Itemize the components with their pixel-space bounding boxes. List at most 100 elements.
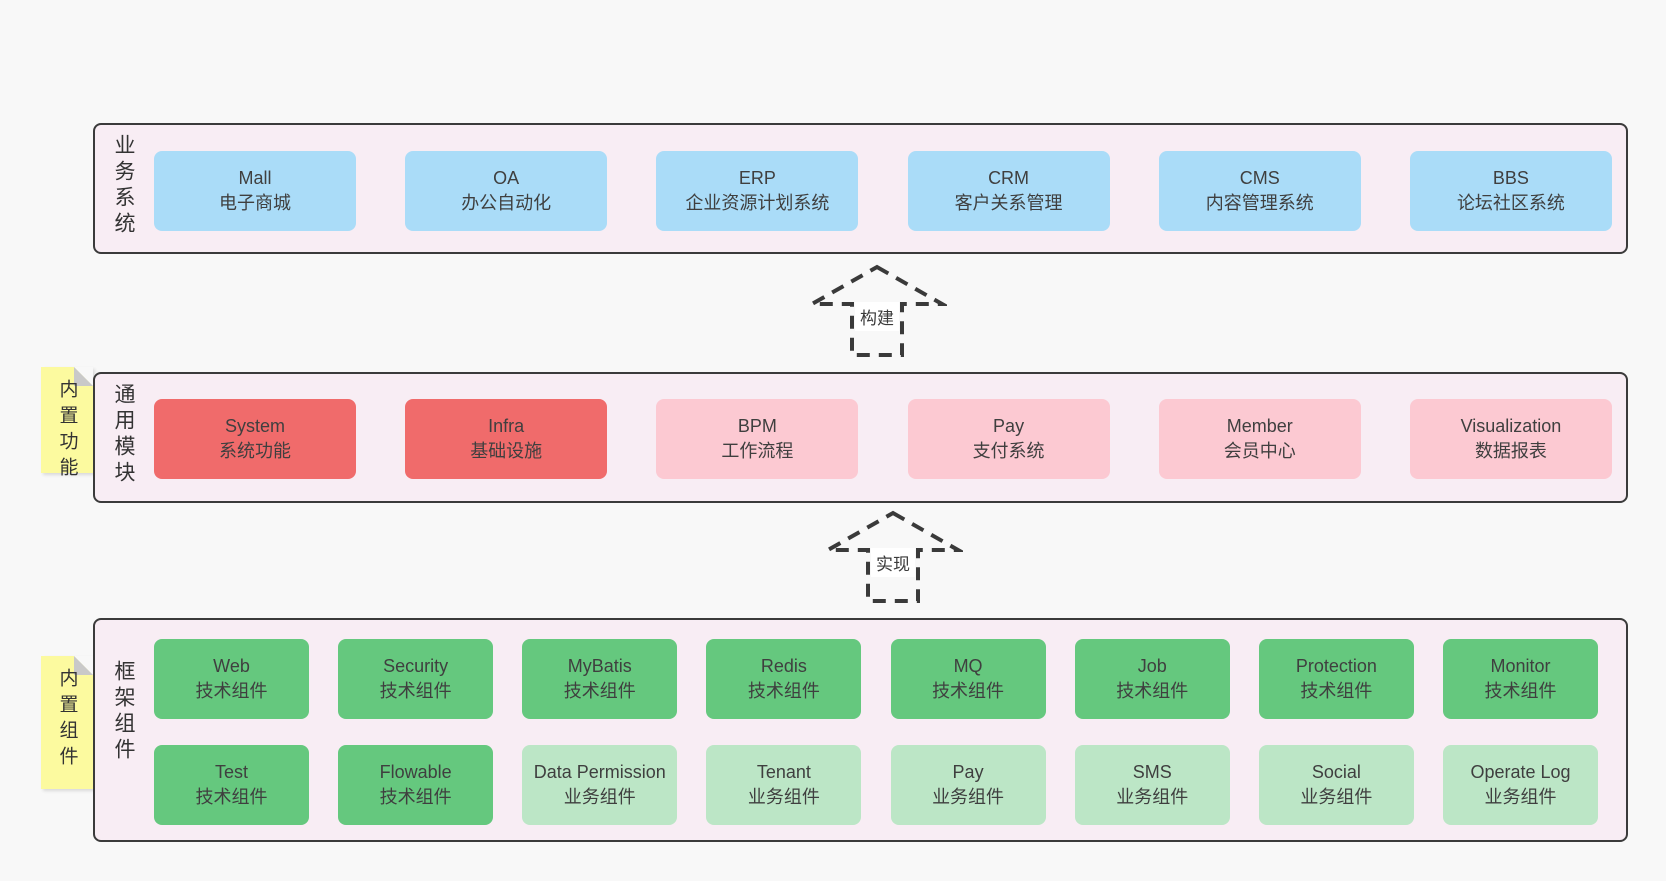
box-pay-component: Pay 业务组件 bbox=[890, 745, 1046, 825]
box-redis: Redis 技术组件 bbox=[706, 639, 862, 719]
box-data-permission: Data Permission 业务组件 bbox=[522, 745, 678, 825]
build-arrow-label: 构建 bbox=[855, 302, 899, 331]
box-title: Web bbox=[213, 656, 250, 676]
box-crm: CRM 客户关系管理 bbox=[907, 151, 1110, 231]
box-protection: Protection 技术组件 bbox=[1258, 639, 1414, 719]
box-title: BPM bbox=[737, 416, 777, 436]
box-subtitle: 业务组件 bbox=[747, 787, 820, 807]
box-title: Social bbox=[1311, 762, 1361, 782]
box-subtitle: 企业资源计划系统 bbox=[685, 193, 830, 213]
box-subtitle: 会员中心 bbox=[1223, 441, 1296, 461]
box-bbs: BBS 论坛社区系统 bbox=[1409, 151, 1612, 231]
box-visualization: Visualization 数据报表 bbox=[1409, 399, 1612, 479]
box-title: Infra bbox=[488, 416, 525, 436]
box-bpm: BPM 工作流程 bbox=[656, 399, 859, 479]
box-oa: OA 办公自动化 bbox=[405, 151, 608, 231]
box-subtitle: 客户关系管理 bbox=[954, 193, 1063, 213]
box-title: Pay bbox=[952, 762, 984, 782]
framework-components-panel: 框架组件 Web 技术组件 Security 技术组件 MyBatis 技术组件… bbox=[93, 618, 1628, 842]
box-tenant: Tenant 业务组件 bbox=[706, 745, 862, 825]
box-subtitle: 电子商城 bbox=[219, 193, 291, 213]
box-pay: Pay 支付系统 bbox=[907, 399, 1110, 479]
box-title: OA bbox=[493, 168, 520, 188]
box-subtitle: 论坛社区系统 bbox=[1456, 193, 1565, 213]
box-subtitle: 技术组件 bbox=[1484, 681, 1557, 701]
box-subtitle: 业务组件 bbox=[932, 787, 1005, 807]
framework-components-label: 框架组件 bbox=[112, 660, 135, 764]
box-title: Member bbox=[1226, 416, 1293, 436]
box-subtitle: 技术组件 bbox=[1116, 681, 1189, 701]
box-title: Tenant bbox=[756, 762, 811, 782]
box-subtitle: 内容管理系统 bbox=[1205, 193, 1314, 213]
box-title: MQ bbox=[953, 656, 983, 676]
box-title: BBS bbox=[1492, 168, 1529, 188]
box-subtitle: 技术组件 bbox=[379, 787, 452, 807]
box-operate-log: Operate Log 业务组件 bbox=[1442, 745, 1598, 825]
box-mybatis: MyBatis 技术组件 bbox=[522, 639, 678, 719]
common-modules-label: 通用模块 bbox=[112, 383, 135, 487]
box-monitor: Monitor 技术组件 bbox=[1442, 639, 1598, 719]
business-systems-panel: 业务系统 Mall 电子商城 OA 办公自动化 ERP 企业资源计划系统 CRM… bbox=[93, 123, 1628, 254]
common-modules-panel: 通用模块 System 系统功能 Infra 基础设施 BPM 工作流程 Pay… bbox=[93, 372, 1628, 503]
box-subtitle: 技术组件 bbox=[195, 787, 268, 807]
box-subtitle: 技术组件 bbox=[1300, 681, 1373, 701]
box-mq: MQ 技术组件 bbox=[890, 639, 1046, 719]
framework-components-row-2: Test 技术组件 Flowable 技术组件 Data Permission … bbox=[154, 745, 1598, 825]
box-title: Redis bbox=[760, 656, 807, 676]
box-subtitle: 业务组件 bbox=[1116, 787, 1189, 807]
box-subtitle: 业务组件 bbox=[1300, 787, 1373, 807]
box-title: Security bbox=[383, 656, 449, 676]
box-title: CRM bbox=[988, 168, 1030, 188]
business-systems-label: 业务系统 bbox=[112, 134, 135, 238]
box-title: MyBatis bbox=[567, 656, 632, 676]
box-title: Test bbox=[214, 762, 248, 782]
box-subtitle: 办公自动化 bbox=[461, 193, 552, 213]
box-subtitle: 工作流程 bbox=[721, 441, 794, 461]
box-subtitle: 技术组件 bbox=[563, 681, 636, 701]
sticky-note-text: 内置功能 bbox=[56, 379, 78, 483]
box-social: Social 业务组件 bbox=[1258, 745, 1414, 825]
box-job: Job 技术组件 bbox=[1074, 639, 1230, 719]
box-infra: Infra 基础设施 bbox=[405, 399, 608, 479]
box-flowable: Flowable 技术组件 bbox=[338, 745, 494, 825]
box-subtitle: 技术组件 bbox=[195, 681, 268, 701]
box-subtitle: 系统功能 bbox=[219, 441, 291, 461]
box-subtitle: 技术组件 bbox=[747, 681, 820, 701]
box-title: Monitor bbox=[1490, 656, 1551, 676]
box-test: Test 技术组件 bbox=[154, 745, 309, 825]
box-title: SMS bbox=[1132, 762, 1172, 782]
box-erp: ERP 企业资源计划系统 bbox=[656, 151, 859, 231]
box-web: Web 技术组件 bbox=[154, 639, 309, 719]
common-modules-row: System 系统功能 Infra 基础设施 BPM 工作流程 Pay 支付系统… bbox=[154, 399, 1612, 479]
business-systems-row: Mall 电子商城 OA 办公自动化 ERP 企业资源计划系统 CRM 客户关系… bbox=[154, 151, 1612, 231]
box-title: Mall bbox=[238, 168, 272, 188]
box-title: Pay bbox=[993, 416, 1025, 436]
sticky-note-text: 内置组件 bbox=[56, 668, 78, 772]
box-title: System bbox=[224, 416, 285, 436]
box-title: Flowable bbox=[379, 762, 452, 782]
box-subtitle: 技术组件 bbox=[932, 681, 1005, 701]
box-security: Security 技术组件 bbox=[338, 639, 494, 719]
box-member: Member 会员中心 bbox=[1158, 399, 1361, 479]
box-subtitle: 数据报表 bbox=[1474, 441, 1547, 461]
box-title: Job bbox=[1137, 656, 1167, 676]
box-subtitle: 支付系统 bbox=[972, 441, 1045, 461]
implement-arrow: 实现 bbox=[823, 510, 963, 604]
build-arrow: 构建 bbox=[807, 264, 947, 358]
box-mall: Mall 电子商城 bbox=[154, 151, 356, 231]
box-title: Operate Log bbox=[1470, 762, 1571, 782]
builtin-features-sticky-note: 内置功能 bbox=[41, 367, 93, 483]
box-subtitle: 业务组件 bbox=[1484, 787, 1557, 807]
box-title: Protection bbox=[1295, 656, 1377, 676]
box-title: CMS bbox=[1239, 168, 1280, 188]
box-title: Visualization bbox=[1460, 416, 1562, 436]
box-subtitle: 业务组件 bbox=[563, 787, 636, 807]
box-subtitle: 基础设施 bbox=[470, 441, 543, 461]
box-system: System 系统功能 bbox=[154, 399, 356, 479]
box-subtitle: 技术组件 bbox=[379, 681, 452, 701]
box-title: ERP bbox=[738, 168, 776, 188]
box-cms: CMS 内容管理系统 bbox=[1158, 151, 1361, 231]
builtin-components-sticky-note: 内置组件 bbox=[41, 656, 93, 789]
framework-components-row-1: Web 技术组件 Security 技术组件 MyBatis 技术组件 Redi… bbox=[154, 639, 1598, 719]
